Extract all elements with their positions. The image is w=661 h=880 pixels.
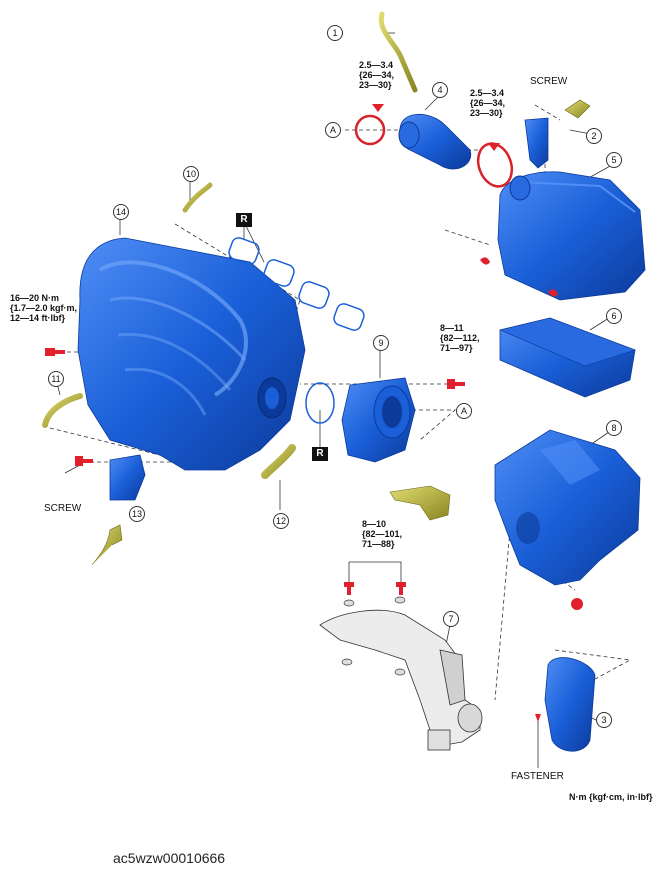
resonator-part-3 bbox=[544, 657, 596, 752]
callout-6: 6 bbox=[606, 308, 622, 324]
callout-8: 8 bbox=[606, 420, 622, 436]
replace-marker-throttle-gasket: R bbox=[312, 447, 328, 461]
ref-marker-a-throttle: A bbox=[456, 403, 472, 419]
callout-10: 10 bbox=[183, 166, 199, 182]
manifold-bolts bbox=[45, 348, 465, 466]
throttle-connector-harness bbox=[389, 485, 451, 521]
rubber-mount bbox=[571, 598, 583, 610]
bracket-part-2 bbox=[524, 117, 549, 169]
callout-1: 1 bbox=[327, 25, 343, 41]
callout-4: 4 bbox=[432, 82, 448, 98]
connector-top-right bbox=[564, 99, 591, 119]
clamp-screw-left bbox=[372, 104, 384, 112]
hose-part-12 bbox=[261, 444, 296, 479]
clamp-screw-right bbox=[488, 143, 500, 151]
units-note: N·m {kgf·cm, in·lbf} bbox=[569, 792, 653, 802]
hose-part-11 bbox=[42, 393, 83, 428]
torque-spec-throttle-body: 8—11 {82—112, 71—97} bbox=[440, 323, 480, 353]
intake-manifold-part-14 bbox=[77, 237, 306, 471]
callout-2: 2 bbox=[586, 128, 602, 144]
callout-12: 12 bbox=[273, 513, 289, 529]
hose-clamp-right bbox=[476, 142, 514, 188]
duct-grommets bbox=[341, 596, 406, 676]
manifold-gaskets bbox=[228, 237, 365, 331]
throttle-body-part-9 bbox=[341, 377, 416, 463]
figure-id: ac5wzw00010666 bbox=[113, 850, 226, 866]
air-filter-element-part-6 bbox=[499, 317, 636, 398]
sensor-connector-harness bbox=[91, 524, 123, 566]
torque-spec-hose-clamp-left: 2.5—3.4 {26—34, 23—30} bbox=[359, 60, 395, 90]
air-cleaner-cover-part-5 bbox=[497, 171, 646, 301]
label-fastener: FASTENER bbox=[511, 771, 564, 782]
air-cleaner-case-part-8 bbox=[494, 429, 641, 586]
torque-spec-air-cleaner: 8—10 {82—101, 71—88} bbox=[362, 519, 403, 549]
duct-bolts bbox=[344, 582, 406, 595]
callout-13: 13 bbox=[129, 506, 145, 522]
clip-bottom bbox=[548, 289, 558, 297]
air-hose-part-4 bbox=[398, 113, 472, 170]
fastener-clip bbox=[535, 714, 541, 722]
label-screw-top: SCREW bbox=[530, 76, 568, 87]
ref-marker-a-top: A bbox=[325, 122, 341, 138]
throttle-body-gasket bbox=[305, 382, 335, 424]
intake-duct-part-7 bbox=[319, 609, 483, 751]
hose-clamp-left bbox=[354, 114, 386, 146]
hose-part-10 bbox=[182, 182, 213, 213]
sensor-part-13 bbox=[109, 454, 146, 501]
torque-spec-intake-manifold: 16—20 N·m {1.7—2.0 kgf·m, 12—14 ft·lbf} bbox=[10, 293, 78, 323]
callout-14: 14 bbox=[113, 204, 129, 220]
label-screw-left: SCREW bbox=[44, 503, 82, 514]
callout-3: 3 bbox=[596, 712, 612, 728]
clip-left bbox=[480, 257, 490, 265]
hose-part-1 bbox=[378, 11, 418, 93]
callout-9: 9 bbox=[373, 335, 389, 351]
torque-spec-hose-clamp-right: 2.5—3.4 {26—34, 23—30} bbox=[470, 88, 506, 118]
replace-marker-gasket: R bbox=[236, 213, 252, 227]
callout-11: 11 bbox=[48, 371, 64, 387]
callout-5: 5 bbox=[606, 152, 622, 168]
callout-7: 7 bbox=[443, 611, 459, 627]
solid-leader-lines bbox=[54, 32, 613, 768]
